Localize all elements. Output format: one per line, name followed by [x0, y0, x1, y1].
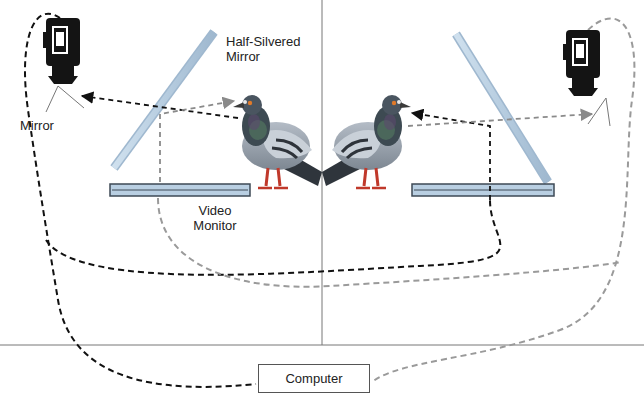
part-label: Video Monitor [186, 203, 244, 233]
part-label: Mirror [20, 118, 80, 133]
video-monitor [110, 184, 250, 196]
half-silvered-mirror [114, 32, 214, 168]
cables [25, 14, 634, 387]
node-text: Computer [285, 371, 343, 386]
light-paths [82, 96, 592, 200]
camera [563, 30, 600, 96]
pigeon [322, 95, 411, 188]
part-label: Half-Silvered Mirror [226, 34, 318, 64]
floor-line [0, 345, 644, 346]
computer-box: Computer [258, 364, 370, 393]
video-monitor [412, 184, 554, 196]
pigeon [233, 95, 322, 188]
mirror-symbol [588, 98, 610, 126]
mirror-symbol [46, 86, 84, 112]
half-silvered-mirror [456, 34, 548, 182]
camera [43, 18, 80, 84]
